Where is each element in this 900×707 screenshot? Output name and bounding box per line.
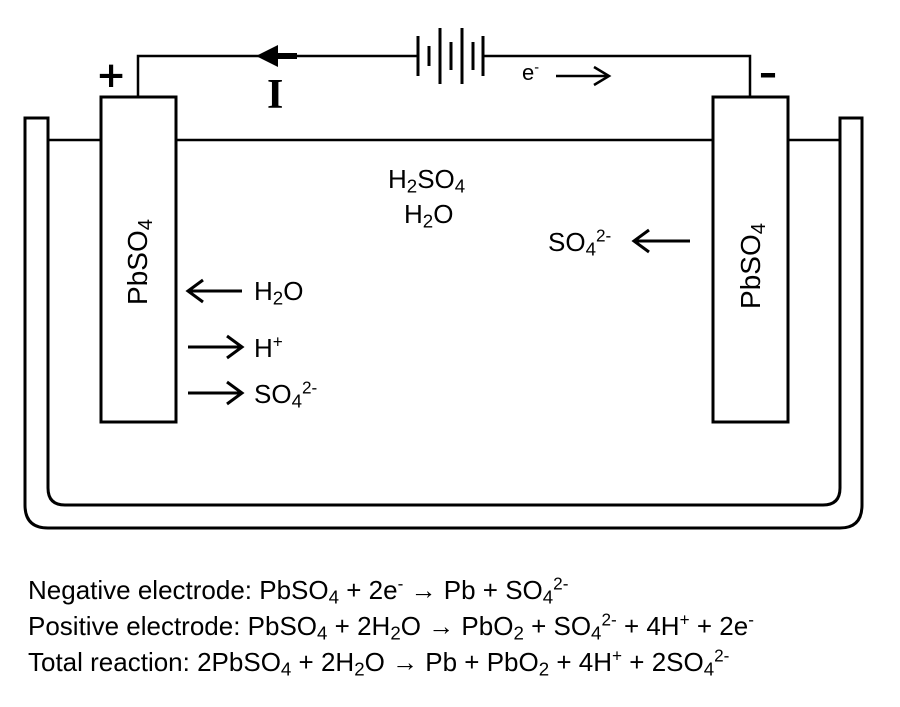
h2o-species-label: H2O	[254, 276, 304, 309]
total-reaction-equation: Total reaction: 2PbSO4 + 2H2O → Pb + PbO…	[28, 645, 730, 680]
negative-electrode-equation: Negative electrode: PbSO4 + 2e- → Pb + S…	[28, 573, 569, 608]
reaction-equations: Negative electrode: PbSO4 + 2e- → Pb + S…	[28, 572, 754, 680]
so4-left-arrow	[188, 380, 245, 406]
container-outer-wall	[23, 116, 864, 530]
h-plus-species-label: H+	[254, 331, 283, 363]
negative-terminal-sign: –	[759, 53, 777, 94]
h-plus-arrow	[188, 334, 245, 360]
electrolyte-h2so4-label: H2SO4	[388, 164, 466, 197]
so4-right-species-label: SO42-	[548, 225, 612, 260]
left-electrode-label: PbSO4	[122, 219, 158, 305]
so4-right-arrow	[631, 228, 690, 254]
electron-label: e-	[522, 60, 540, 85]
positive-electrode-equation: Positive electrode: PbSO4 + 2H2O → PbO2 …	[28, 609, 754, 644]
wire-left	[136, 54, 418, 97]
positive-terminal-sign: +	[96, 55, 127, 96]
so4-left-species-label: SO42-	[254, 377, 318, 412]
electron-arrow	[556, 65, 612, 87]
electrolyte-h2o-label: H2O	[404, 199, 454, 232]
left-electrode	[99, 95, 178, 424]
wire-right	[483, 54, 752, 97]
right-electrode-label: PbSO4	[735, 223, 771, 309]
h2o-arrow	[185, 278, 242, 304]
current-arrow	[256, 45, 297, 67]
battery	[416, 28, 485, 84]
current-label: I	[267, 72, 284, 118]
